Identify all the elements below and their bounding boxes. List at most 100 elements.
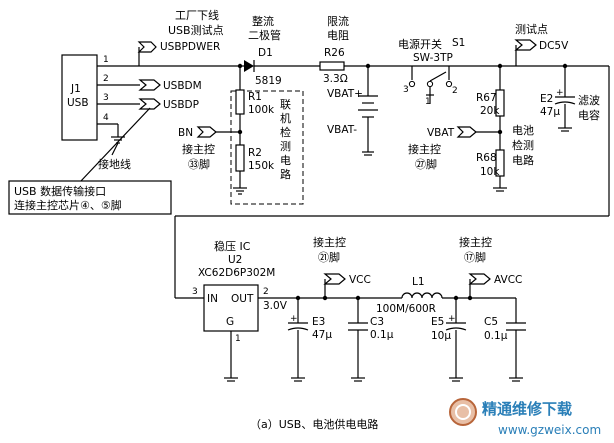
vbat-net-tag: VBAT [427,126,477,139]
r26-title-2: 电阻 [327,29,349,42]
dc5v-title: 测试点 [515,23,548,36]
diode-part: 5819 [255,75,282,87]
r1-ref: R1 [248,91,262,103]
capacitor-e3: + [287,314,309,331]
usb-data-callout: USB 数据传输接口 连接主控芯片④、⑤脚 [8,180,172,215]
reg-g: G [226,316,234,328]
dc5v-net-tag: DC5V [514,39,569,66]
inductor-l1 [401,292,443,299]
avcc-note-1: 接主控 [459,235,492,249]
usb-pin-2: 2 [103,74,109,84]
usbpdwer-net-tag: USBPDWER [137,41,220,66]
watermark-url: www.gzweix.com [498,423,601,437]
e5-ref: E5 [431,316,444,328]
usb-callout-line-2: 连接主控芯片④、⑤脚 [14,198,122,212]
capacitor-e2: + [554,88,576,105]
switch-title: 电源开关 [398,37,442,51]
ground-label: 接地线 [98,157,131,171]
r67-value: 20k [480,105,500,117]
usb-connector-body [61,54,98,141]
figure-caption: （a）USB、电池供电电路 [250,417,378,431]
r26-ref: R26 [324,47,345,59]
reg-pin-g: 1 [235,334,241,344]
vbat-note-2: ㉗脚 [415,157,437,171]
avcc-net-tag: AVCC [468,273,522,298]
usb-note-testpoint: USB测试点 [168,24,224,37]
vcc-label: VCC [349,274,371,286]
switch-pin-1: 1 [425,97,431,107]
r68-ref: R68 [476,152,497,164]
c5-value: 0.1μ [484,330,508,342]
vcc-note-2: ㉑脚 [318,250,340,264]
diode-ref: D1 [258,47,273,59]
bat-detect-text-2: 检测 [512,138,534,152]
vcc-net-tag: VCC [323,273,371,298]
capacitor-c3 [348,322,368,331]
usbdm-label: USBDM [163,80,202,92]
vbat-minus-label: VBAT- [327,124,357,136]
e2-value: 47μ [540,106,560,118]
reg-pin-out: 2 [263,287,269,297]
reg-pin-in: 3 [192,287,198,297]
bn-label: BN [178,127,193,139]
diode-title-1: 整流 [252,14,274,28]
capacitor-e5: + [445,314,467,331]
resistor-r1 [235,89,245,115]
watermark: 精通维修下载 www.gzweix.com [449,398,601,437]
detect-box-text: 联机检测电路 [280,98,291,181]
usb-ref: J1 [70,83,81,95]
r1-value: 100k [248,104,275,116]
usb-ground: 接地线 [98,124,131,171]
bn-note-2: ㉝脚 [188,157,210,171]
resistor-r2 [235,144,245,172]
usbdp-net-tag: USBDP [138,98,199,111]
c5-ref: C5 [484,316,498,328]
switch-pin-3: 3 [403,85,409,95]
usb-connector: J1 USB 1 2 3 4 [61,54,140,141]
usb-pin-1: 1 [103,55,109,65]
regulator-ref: U2 [228,254,242,266]
usbdm-net-tag: USBDM [138,79,202,92]
usbdp-label: USBDP [163,99,199,111]
e3-ref: E3 [312,316,325,328]
usbpdwer-label: USBPDWER [160,41,220,53]
r67-ref: R67 [476,92,497,104]
filter-text-2: 电容 [578,108,600,122]
l1-value: 100M/600R [376,303,436,315]
e2-ref: E2 [540,93,553,105]
bat-detect-text-3: 电路 [512,154,534,167]
e5-value: 10μ [431,330,451,342]
capacitor-c5 [506,322,526,331]
usb-callout-line-1: USB 数据传输接口 [14,184,106,198]
r68-value: 10k [480,166,500,178]
vcc-note-1: 接主控 [313,235,346,249]
regulator-u2: IN OUT G [203,284,259,332]
switch-pin-2: 2 [452,86,458,96]
usb-pin-4: 4 [103,113,109,123]
vbat-label: VBAT [427,127,455,139]
filter-text-1: 滤波 [578,94,600,107]
r26-value: 3.3Ω [323,73,348,85]
reg-out: OUT [231,293,254,305]
vbat-note-1: 接主控 [408,142,441,156]
r2-ref: R2 [248,147,262,159]
diode-d1 [244,60,255,72]
usb-note-factory: 工厂下线 [175,8,219,22]
c3-value: 0.1μ [370,329,394,341]
bat-detect-text-1: 电池 [512,124,534,137]
power-switch-s1 [408,66,453,96]
bn-note-1: 接主控 [182,142,215,156]
switch-part: SW-3TP [413,52,453,64]
usb-name: USB [67,97,89,109]
dc5v-label: DC5V [539,40,569,52]
regulator-part: XC62D6P302M [198,267,275,279]
avcc-note-2: ⑰脚 [464,250,486,264]
svg-text:+: + [448,314,456,324]
detect-dashed-box [230,90,304,205]
resistor-r26 [319,61,345,71]
r2-value: 150k [248,160,275,172]
reg-in: IN [207,293,218,305]
reg-out-voltage: 3.0V [263,300,288,312]
regulator-title: 稳压 IC [214,239,251,253]
